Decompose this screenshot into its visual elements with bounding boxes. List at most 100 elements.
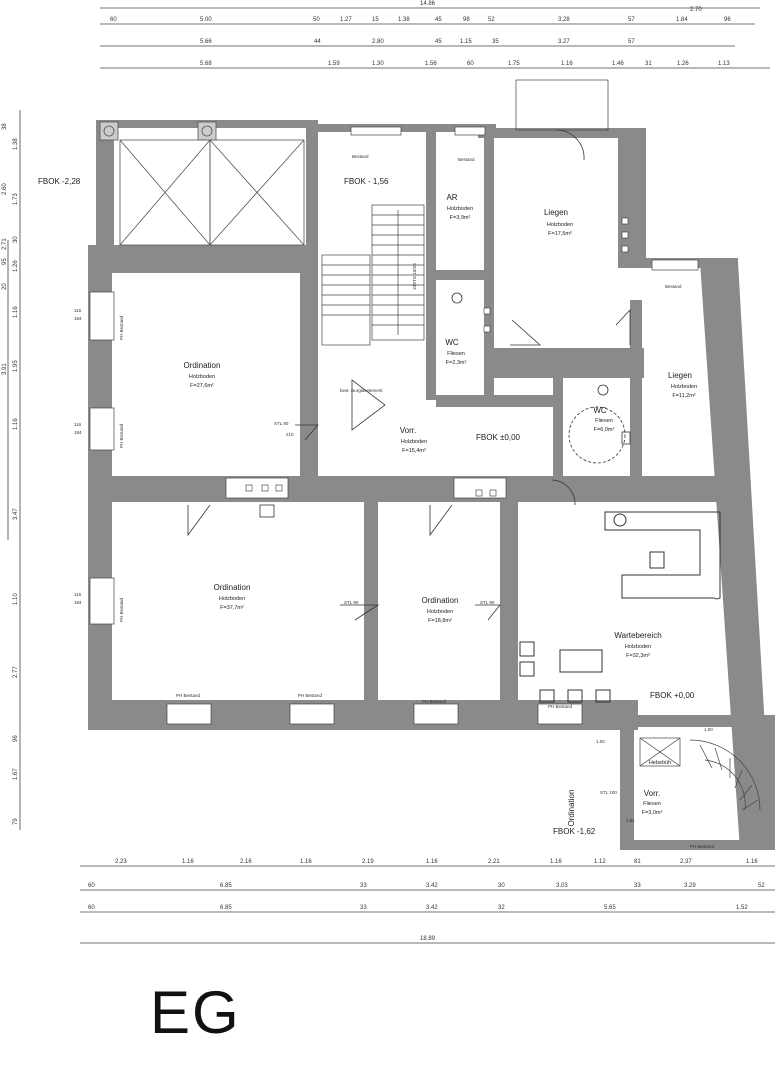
room-ordination1: Ordination Holzboden F=27,6m² bbox=[184, 361, 221, 389]
svg-text:1.52: 1.52 bbox=[736, 905, 748, 911]
svg-text:1.12: 1.12 bbox=[594, 859, 606, 865]
svg-text:F=3,0m²: F=3,0m² bbox=[642, 810, 663, 816]
svg-text:1.56: 1.56 bbox=[425, 61, 437, 67]
dim-bottom-row1: 2.23 1.16 2.16 1.16 2.19 1.16 2.21 1.16 … bbox=[115, 859, 758, 865]
svg-text:1.73: 1.73 bbox=[13, 193, 19, 205]
svg-text:Holzboden: Holzboden bbox=[625, 644, 651, 650]
room-ordination2: Ordination Holzboden F=37,7m² bbox=[214, 583, 251, 611]
svg-text:52: 52 bbox=[758, 883, 765, 889]
svg-text:1.67: 1.67 bbox=[13, 768, 19, 780]
svg-text:30: 30 bbox=[498, 883, 505, 889]
svg-text:5.68: 5.68 bbox=[200, 61, 212, 67]
svg-text:WC: WC bbox=[593, 406, 607, 415]
svg-text:6.85: 6.85 bbox=[220, 905, 232, 911]
svg-text:60: 60 bbox=[88, 883, 95, 889]
svg-text:F=32,3m²: F=32,3m² bbox=[626, 653, 650, 659]
svg-text:45: 45 bbox=[435, 39, 442, 45]
svg-text:44: 44 bbox=[314, 39, 321, 45]
svg-text:Ordination: Ordination bbox=[214, 583, 251, 592]
svg-text:50: 50 bbox=[313, 17, 320, 23]
svg-text:Holzboden: Holzboden bbox=[671, 384, 697, 390]
svg-text:1.16: 1.16 bbox=[550, 859, 562, 865]
room-wc2: WC Fliesen F=6,0m² bbox=[593, 406, 614, 433]
svg-text:1.16: 1.16 bbox=[13, 418, 19, 430]
svg-text:2.60: 2.60 bbox=[2, 183, 8, 195]
svg-text:1.38: 1.38 bbox=[398, 17, 410, 23]
svg-text:57: 57 bbox=[628, 39, 635, 45]
svg-text:6.85: 6.85 bbox=[220, 883, 232, 889]
svg-text:98: 98 bbox=[463, 17, 470, 23]
svg-text:15: 15 bbox=[372, 17, 379, 23]
svg-text:F=2,3m²: F=2,3m² bbox=[446, 360, 467, 366]
svg-text:Ordination: Ordination bbox=[184, 361, 221, 370]
svg-text:31: 31 bbox=[645, 61, 652, 67]
svg-text:3.91: 3.91 bbox=[2, 363, 8, 375]
svg-text:2.23: 2.23 bbox=[115, 859, 127, 865]
svg-text:1.16: 1.16 bbox=[746, 859, 758, 865]
svg-text:3.29: 3.29 bbox=[684, 883, 696, 889]
dim-row2: 5.68 1.59 1.30 1.56 60 1.75 1.16 1.46 31… bbox=[200, 61, 730, 67]
svg-text:96: 96 bbox=[724, 17, 731, 23]
svg-text:2.77: 2.77 bbox=[13, 666, 19, 678]
svg-text:1.16: 1.16 bbox=[300, 859, 312, 865]
note-d3: 1.81 bbox=[626, 818, 635, 823]
svg-text:1.16: 1.16 bbox=[13, 306, 19, 318]
svg-text:38: 38 bbox=[2, 123, 8, 130]
floor-label: EG bbox=[150, 979, 241, 1046]
bottom-dimensions bbox=[80, 865, 775, 944]
svg-text:81: 81 bbox=[634, 859, 641, 865]
svg-text:79: 79 bbox=[13, 818, 19, 825]
reception-desk bbox=[519, 511, 721, 703]
svg-text:35: 35 bbox=[492, 39, 499, 45]
svg-text:2.37: 2.37 bbox=[680, 859, 692, 865]
note-door-1-h: 210 bbox=[286, 432, 294, 437]
svg-text:2.80: 2.80 bbox=[372, 39, 384, 45]
svg-text:Fliesen: Fliesen bbox=[447, 351, 465, 357]
svg-text:5.00: 5.00 bbox=[200, 17, 212, 23]
dim-bottom-row3: 60 6.85 33 3.42 32 5.65 1.52 bbox=[88, 905, 748, 911]
svg-text:45: 45 bbox=[435, 17, 442, 23]
note-win-3b: 184 bbox=[74, 600, 82, 605]
dim-top-right: 2.70 bbox=[690, 7, 702, 13]
svg-text:5.65: 5.65 bbox=[604, 905, 616, 911]
svg-text:F=17,5m²: F=17,5m² bbox=[548, 231, 572, 237]
fbok-bottom: FBOK -1,62 bbox=[553, 827, 596, 836]
note-bestand-1: Bestand bbox=[352, 154, 369, 159]
svg-text:1.16: 1.16 bbox=[426, 859, 438, 865]
svg-text:2.19: 2.19 bbox=[362, 859, 374, 865]
note-ph-bestand-4: PH Bestand bbox=[176, 693, 201, 698]
svg-text:F=15,4m²: F=15,4m² bbox=[402, 448, 426, 454]
svg-text:2.16: 2.16 bbox=[240, 859, 252, 865]
room-wartebereich: Wartebereich Holzboden F=32,3m² bbox=[614, 631, 661, 659]
svg-text:60: 60 bbox=[88, 905, 95, 911]
svg-text:1.26: 1.26 bbox=[13, 260, 19, 272]
svg-text:52: 52 bbox=[488, 17, 495, 23]
svg-text:Liegen: Liegen bbox=[668, 371, 692, 380]
svg-text:Holzboden: Holzboden bbox=[401, 439, 427, 445]
room-liegen2: Liegen Holzboden F=11,2m² bbox=[668, 371, 697, 399]
svg-text:1.84: 1.84 bbox=[676, 17, 688, 23]
room-vorr: Vorr. Holzboden F=15,4m² bbox=[400, 426, 427, 454]
note-ph-bestand-5: PH Bestand bbox=[298, 693, 323, 698]
svg-text:1.38: 1.38 bbox=[13, 138, 19, 150]
note-door-3: STL 90 bbox=[480, 600, 495, 605]
svg-text:1.27: 1.27 bbox=[340, 17, 352, 23]
svg-text:F=27,6m²: F=27,6m² bbox=[190, 383, 214, 389]
room-ordination3: Ordination Holzboden F=18,8m² bbox=[422, 596, 459, 624]
dim-row1: 5.66 44 2.80 45 1.15 35 3.27 57 bbox=[200, 39, 635, 45]
note-nurglas: best. Nurglaselement bbox=[340, 388, 383, 393]
svg-text:2.21: 2.21 bbox=[488, 859, 500, 865]
svg-text:Fliesen: Fliesen bbox=[595, 418, 613, 424]
svg-text:3.47: 3.47 bbox=[13, 508, 19, 520]
svg-text:1.59: 1.59 bbox=[328, 61, 340, 67]
svg-text:3.42: 3.42 bbox=[426, 883, 438, 889]
stair-label: 10STG 18/28 bbox=[412, 263, 417, 290]
note-ph-bestand-2: PH Bestand bbox=[119, 423, 124, 448]
svg-text:33: 33 bbox=[360, 883, 367, 889]
fbok-left: FBOK -2,28 bbox=[38, 177, 81, 186]
top-dimensions bbox=[100, 7, 770, 69]
note-win-1: 116 bbox=[74, 308, 82, 313]
svg-text:3.42: 3.42 bbox=[426, 905, 438, 911]
windows bbox=[89, 79, 699, 725]
